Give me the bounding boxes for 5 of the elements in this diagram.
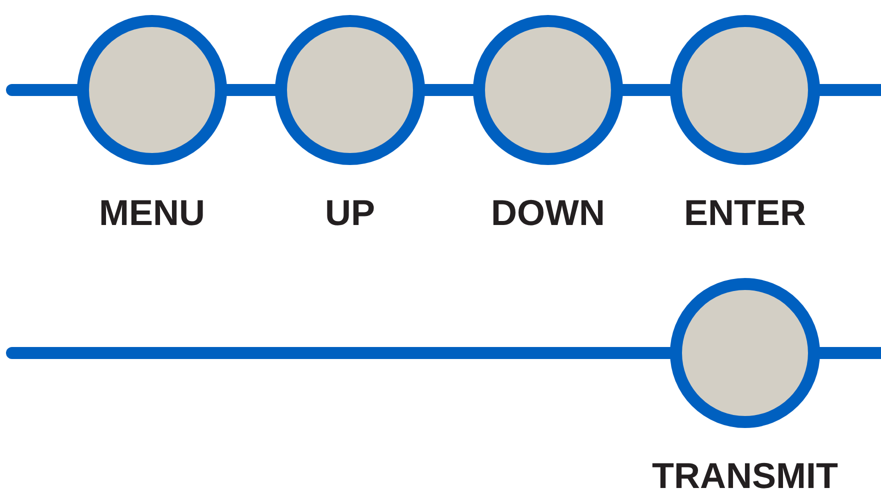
- button-label: UP: [325, 195, 375, 231]
- button-label: ENTER: [684, 195, 806, 231]
- button-label: MENU: [99, 195, 205, 231]
- button-label: TRANSMIT: [652, 458, 838, 492]
- button-label: DOWN: [491, 195, 605, 231]
